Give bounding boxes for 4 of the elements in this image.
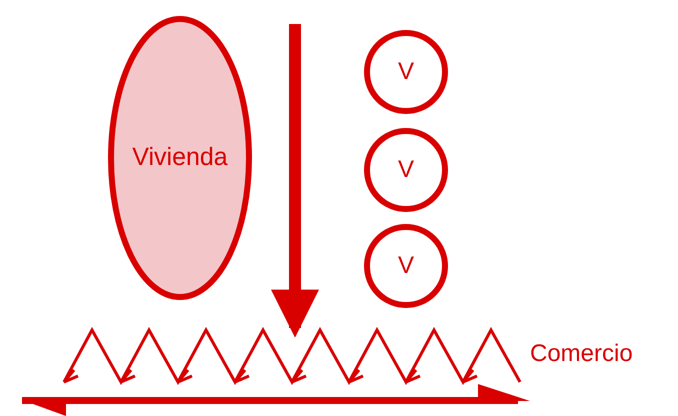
arrow <box>271 24 319 338</box>
node-label: Vivienda <box>132 142 228 174</box>
side-label: Comercio <box>530 342 633 366</box>
ellipse-shape <box>108 16 252 300</box>
